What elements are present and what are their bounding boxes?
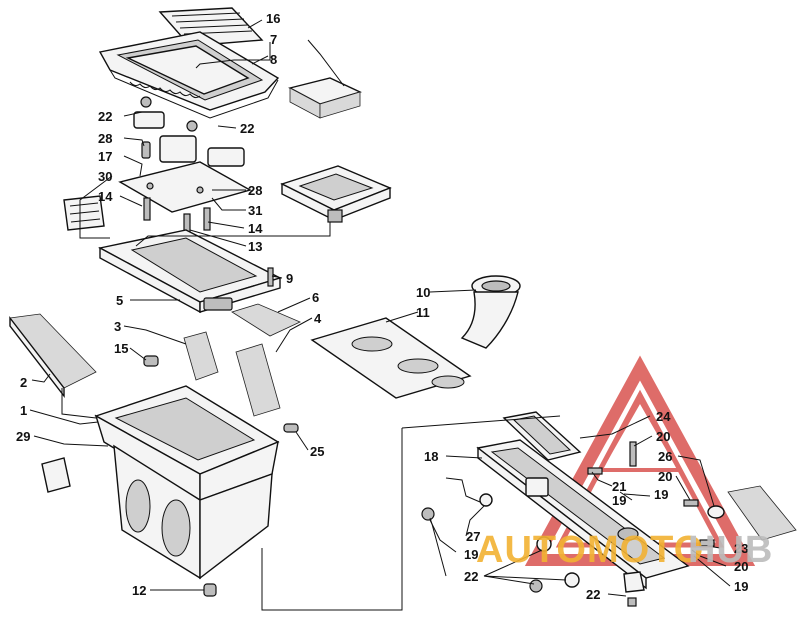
callout-15: 15: [114, 341, 128, 356]
watermark-text: AUTOMOTO HUB: [476, 529, 773, 571]
callout-16: 16: [266, 11, 280, 26]
part-17-bracket-plate: [118, 161, 252, 213]
callout-6: 6: [312, 290, 319, 305]
part-12-drain-plug: [203, 583, 217, 597]
part-7-filter-block: [288, 77, 362, 119]
callout-20: 20: [656, 429, 670, 444]
part-25-screw: [283, 423, 299, 433]
part-1-lower-airbox: [94, 385, 280, 597]
callout-2: 2: [20, 375, 27, 390]
part-31-intake-tray: [280, 165, 392, 223]
callout-leader-lines: [29, 19, 731, 611]
bolts-20-21: [587, 441, 715, 547]
callout-3: 3: [114, 319, 121, 334]
watermark-word-a: AUTOMOTO: [476, 529, 704, 571]
callout-14: 14: [98, 189, 113, 204]
callout-19: 19: [734, 579, 748, 594]
callout-numbers: 16 7 8 22 22 28 17 30 14 28 31 14 13 9 5…: [16, 11, 748, 602]
part-6-foam-pad: [231, 303, 301, 337]
callout-14: 14: [248, 221, 263, 236]
part-11-gasket-plate: [310, 317, 472, 399]
callout-20: 20: [658, 469, 672, 484]
part-22-nuts: [421, 507, 645, 607]
callout-17: 17: [98, 149, 112, 164]
callout-23: 23: [734, 541, 748, 556]
part-18-duct-assembly: [476, 439, 690, 590]
callout-22: 22: [464, 569, 478, 584]
callout-22: 22: [240, 121, 254, 136]
callout-18: 18: [424, 449, 438, 464]
callout-27: 27: [466, 529, 480, 544]
callout-12: 12: [132, 583, 146, 598]
part-23-filter-element: [727, 485, 797, 541]
part-30-vent-grille: [63, 195, 105, 231]
callout-28: 28: [248, 183, 262, 198]
callout-5: 5: [116, 293, 123, 308]
callout-9: 9: [286, 271, 293, 286]
callout-22: 22: [98, 109, 112, 124]
callout-19: 19: [464, 547, 478, 562]
part-4-foam-block: [235, 343, 281, 417]
part-2-filter-element: [9, 313, 97, 399]
callout-20: 20: [734, 559, 748, 574]
part-5-lower-lid-tray: [97, 229, 282, 314]
part-3-foam-block: [183, 331, 219, 381]
callout-26: 26: [658, 449, 672, 464]
callout-28: 28: [98, 131, 112, 146]
callout-8: 8: [270, 52, 277, 67]
callout-19: 19: [654, 487, 668, 502]
part-26-grommet: [707, 505, 725, 519]
part-19-washer: [479, 493, 493, 507]
part-27-spring-wire: [445, 477, 481, 503]
callout-24: 24: [656, 409, 671, 424]
callout-4: 4: [314, 311, 322, 326]
callout-30: 30: [98, 169, 112, 184]
part-10-intake-boot: [460, 275, 521, 349]
part-15-screw: [143, 355, 159, 367]
part-29-clip: [41, 457, 71, 493]
callout-21: 21: [612, 479, 626, 494]
watermark-word-b: HUB: [688, 529, 773, 571]
callout-19: 19: [612, 493, 626, 508]
callout-13: 13: [248, 239, 262, 254]
callout-11: 11: [416, 305, 430, 320]
part-7-airbox-lid: [98, 31, 280, 119]
callout-29: 29: [16, 429, 30, 444]
callout-22: 22: [586, 587, 600, 602]
part-9-screw: [267, 267, 274, 287]
part-24-grille-frame: [502, 411, 582, 461]
callout-25: 25: [310, 444, 324, 459]
callout-1: 1: [20, 403, 27, 418]
callout-10: 10: [416, 285, 430, 300]
callout-31: 31: [248, 203, 262, 218]
callout-7: 7: [270, 32, 277, 47]
